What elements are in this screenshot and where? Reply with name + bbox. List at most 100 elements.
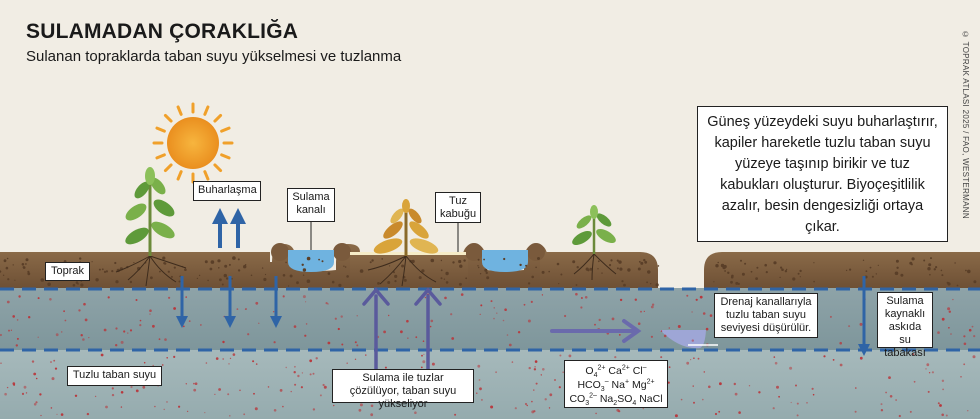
salt-particle <box>548 407 551 409</box>
salt-particle <box>677 325 681 328</box>
healthy-plant-left-icon <box>115 167 187 287</box>
soil-speckle <box>445 271 449 276</box>
soil-speckle <box>237 269 241 272</box>
soil-speckle <box>421 269 425 273</box>
soil-speckle <box>210 260 215 264</box>
salt-particle <box>616 408 620 412</box>
salt-particle <box>478 379 481 381</box>
salt-particle <box>941 379 945 382</box>
salt-particle <box>185 383 187 385</box>
salt-particle <box>544 398 547 401</box>
salt-particle <box>107 296 110 299</box>
soil-speckle <box>965 269 967 272</box>
salt-particle <box>123 330 126 333</box>
soil-speckle <box>237 258 240 261</box>
small-plant-right-icon <box>572 205 617 281</box>
soil-speckle <box>940 269 943 272</box>
salt-particle <box>60 331 63 333</box>
soil-speckle <box>947 282 950 284</box>
salt-particle <box>60 413 64 416</box>
salt-particle <box>431 362 435 366</box>
salt-particle <box>854 410 857 413</box>
salt-particle <box>293 371 296 374</box>
salt-particle <box>273 341 276 344</box>
soil-speckle <box>535 266 537 269</box>
soil-speckle <box>730 275 734 279</box>
soil-speckle <box>930 257 932 260</box>
salt-particle <box>244 308 247 310</box>
salt-particle <box>143 361 146 364</box>
salt-particle <box>154 405 156 408</box>
salt-particle <box>229 415 231 417</box>
salt-particle <box>973 335 976 338</box>
soil-speckle <box>443 278 446 280</box>
soil-speckle <box>381 258 384 260</box>
soil-speckle <box>797 272 800 275</box>
soil-speckle <box>184 268 187 272</box>
salt-particle <box>193 388 197 392</box>
soil-speckle <box>717 261 719 264</box>
salt-particle <box>495 371 497 374</box>
perched-water-label: Sulama kaynaklı askıda su tabakası <box>877 292 933 359</box>
salt-particle <box>554 379 556 381</box>
salt-particle <box>319 394 322 397</box>
soil-speckle <box>224 264 228 268</box>
soil-speckle <box>377 282 380 285</box>
salt-particle <box>322 383 325 387</box>
salt-particle <box>650 305 654 309</box>
chemical-line-1: O42+ Ca2+ Cl– <box>585 364 647 380</box>
evaporation-label: Buharlaşma <box>193 181 261 201</box>
salt-particle <box>460 293 464 296</box>
salt-particle <box>580 297 583 299</box>
salt-particle <box>312 408 316 411</box>
soil-speckle <box>394 274 398 278</box>
soil-speckle <box>369 261 372 264</box>
soil-speckle <box>894 271 899 276</box>
salt-particle <box>702 398 704 401</box>
salt-particle <box>829 315 832 318</box>
salt-particle <box>74 394 78 397</box>
salt-particle <box>963 335 966 338</box>
salt-particle <box>50 407 53 409</box>
salt-particle <box>734 392 738 396</box>
salt-particle <box>912 353 915 356</box>
soil-speckle <box>755 277 758 280</box>
soil-speckle <box>941 274 944 277</box>
soil-speckle <box>638 260 641 263</box>
salt-particle <box>909 410 912 413</box>
salt-particle <box>773 356 776 358</box>
salt-particle <box>580 306 583 309</box>
soil-speckle <box>655 283 659 287</box>
salt-particle <box>341 343 344 346</box>
soil-speckle <box>608 264 612 267</box>
soil-speckle <box>263 277 267 282</box>
salt-particle <box>272 311 275 313</box>
info-box: Güneş yüzeydeki suyu buharlaştırır, kapi… <box>697 106 948 242</box>
salt-particle <box>309 373 312 376</box>
soil-speckle <box>618 260 622 264</box>
soil-speckle <box>178 280 181 283</box>
salt-particle <box>650 335 654 338</box>
salt-particle <box>337 327 340 331</box>
salt-particle <box>35 377 38 380</box>
drainage-label: Drenaj kanallarıyla tuzlu taban suyu sev… <box>714 293 818 338</box>
salt-particle <box>127 332 129 334</box>
soil-speckle <box>327 272 331 275</box>
salt-particle <box>94 395 97 398</box>
salt-particle <box>926 363 930 367</box>
page-subtitle: Sulanan topraklarda taban suyu yükselmes… <box>26 48 402 65</box>
salt-particle <box>49 298 52 301</box>
soil-speckle <box>321 260 324 263</box>
sun-ray <box>163 113 173 123</box>
soil-speckle <box>646 281 648 284</box>
soil-speckle <box>756 266 759 269</box>
salt-particle <box>686 361 690 365</box>
salt-particle <box>312 372 315 375</box>
salt-particle <box>790 401 792 404</box>
salt-particle <box>173 355 176 358</box>
salt-particle <box>227 393 230 396</box>
salt-particle <box>178 405 181 408</box>
soil-speckle <box>730 280 733 284</box>
soil-speckle <box>862 259 865 261</box>
salt-particle <box>120 340 124 344</box>
